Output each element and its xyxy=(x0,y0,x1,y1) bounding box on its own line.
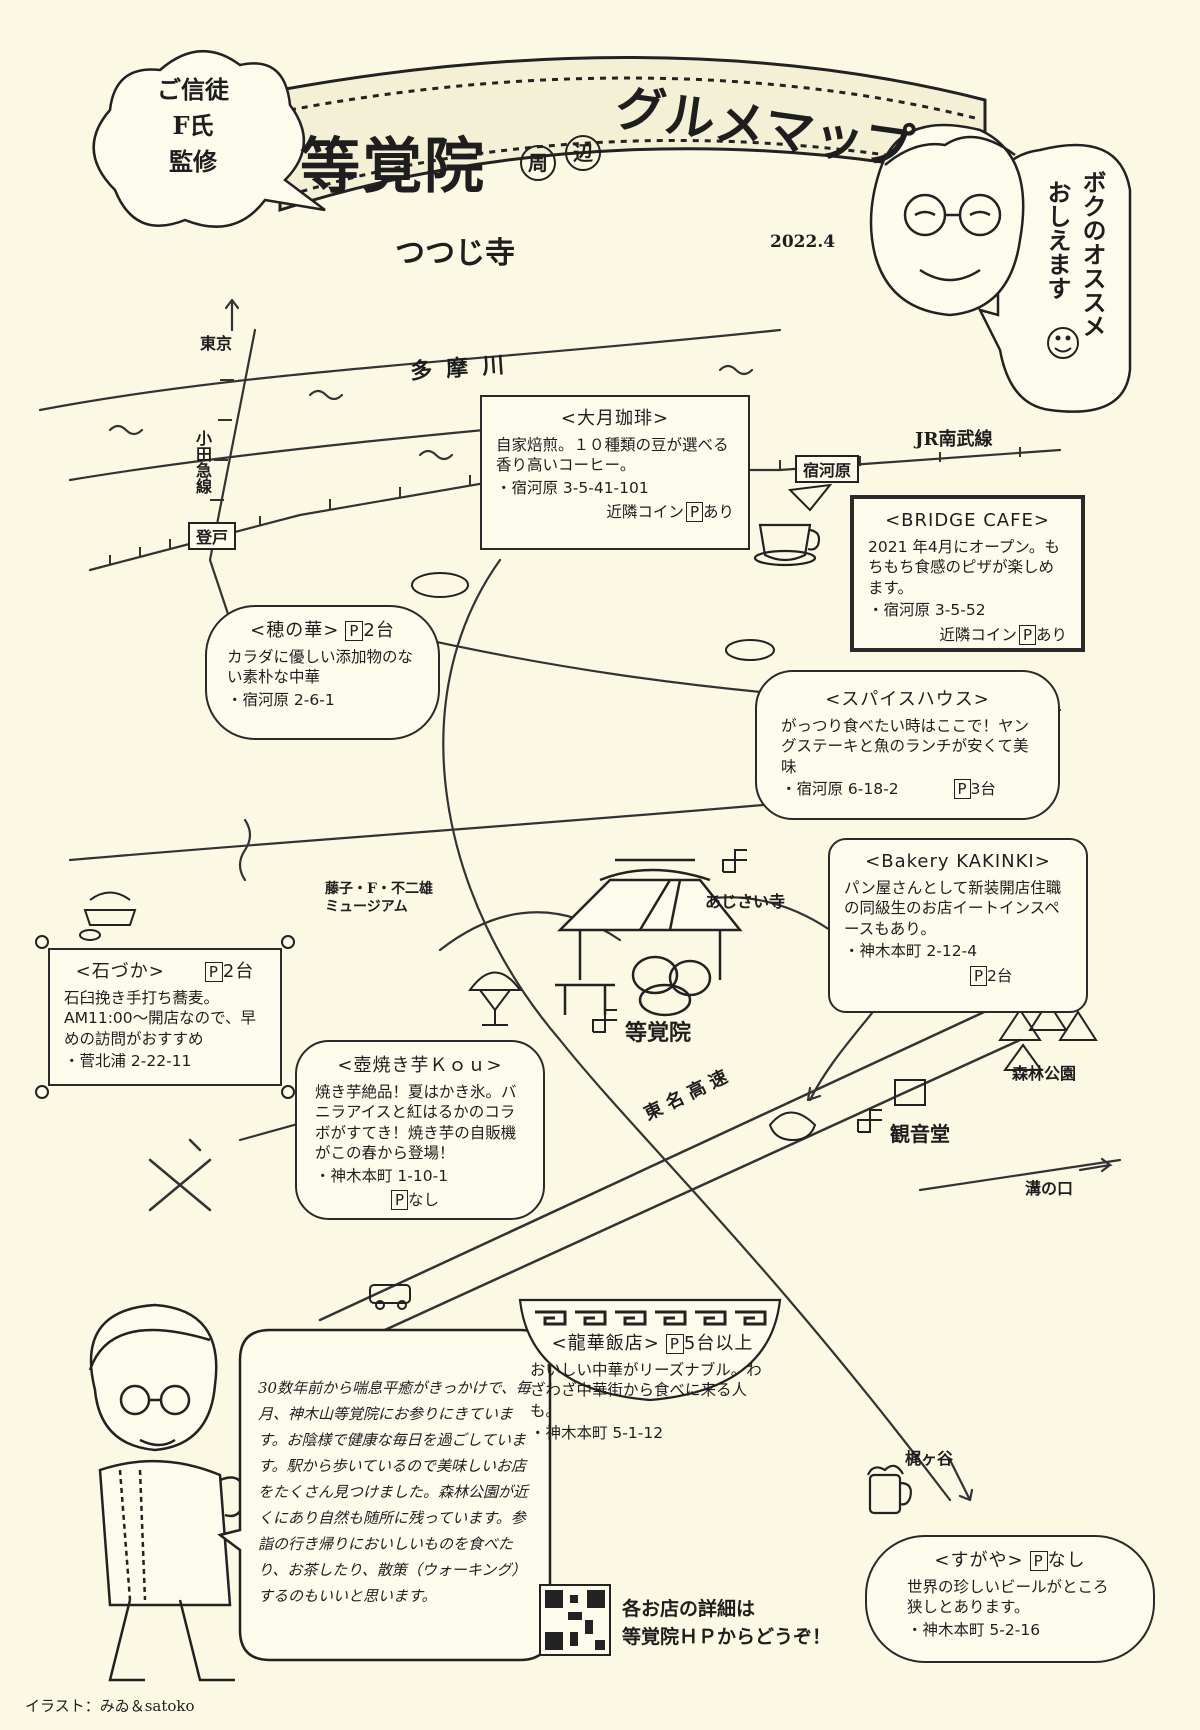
qr-code xyxy=(539,1584,611,1656)
recommend-text-1: ボクのオススメ xyxy=(1078,170,1107,338)
tomei-upper xyxy=(318,998,1012,1322)
title-main: 等覚院 xyxy=(300,132,486,202)
croissant-drawing xyxy=(768,1111,817,1142)
label-mizonokuchi: 溝の口 xyxy=(1025,1179,1074,1198)
shop-address: ・宿河原 3-5-41-101 xyxy=(496,478,649,497)
label-ajisai: あじさい寺 xyxy=(705,892,786,911)
supervisor-cloud xyxy=(92,50,326,228)
meander-pattern xyxy=(535,1310,767,1326)
man-figure xyxy=(88,1303,247,1682)
shop-desc: 自家焙煎。１０種類の豆が選べる香り高いコーヒー。 xyxy=(496,435,729,475)
man-face-top xyxy=(869,123,1025,317)
recommend-text-2: おしえます xyxy=(1043,180,1072,300)
shop-name: <大月珈琲> xyxy=(560,408,670,429)
tokakuin-temple-drawing xyxy=(555,858,743,1017)
shop-name: <Bakery KAKINKI> xyxy=(865,851,1051,872)
hp-info: 各お店の詳細は 等覚院ＨＰからどうぞ！ xyxy=(622,1598,832,1648)
label-tokakuin: 等覚院 xyxy=(625,1020,692,1046)
beer-mug-drawing xyxy=(866,1464,912,1515)
shop-otsuki-coffee: <大月珈琲> 自家焙煎。１０種類の豆が選べる香り高いコーヒー。 ・宿河原 3-5… xyxy=(480,395,750,550)
label-museum: 藤子・F・不二雄ミュージアム xyxy=(325,881,433,915)
map-date: 2022.4 xyxy=(770,232,836,252)
shop-name: <スパイスハウス> xyxy=(825,689,990,710)
shop-desc: カラダに優しい添加物のない素朴な中華 xyxy=(227,647,414,687)
shop-address: ・神木本町 5-2-16 xyxy=(907,1620,1041,1639)
tomei-lower xyxy=(328,1038,1022,1357)
label-forest-park: 森林公園 xyxy=(1012,1064,1077,1083)
shop-bridge-cafe: <BRIDGE CAFE> 2021 年4月にオープン。もちもち食感のピザが楽し… xyxy=(850,495,1085,652)
label-tokyo: 東京 xyxy=(200,334,233,353)
coffee-cup-drawing xyxy=(753,523,821,567)
temple-marks xyxy=(592,849,882,1133)
label-jr-line: JR南武線 xyxy=(915,429,993,450)
shop-address: ・神木本町 2-12-4 xyxy=(844,942,978,961)
shop-desc: 2021 年4月にオープン。もちもち食感のピザが楽しめます。 xyxy=(868,537,1060,597)
river-bank-upper xyxy=(38,328,782,412)
temple-nickname: つつじ寺 xyxy=(395,236,515,271)
shop-address: ・神木本町 1-10-1 xyxy=(315,1166,449,1185)
label-kannondo: 観音堂 xyxy=(890,1122,950,1146)
forest-drawing xyxy=(998,1000,1098,1071)
dimsum-drawing xyxy=(411,572,469,598)
story-text: 30数年前から喘息平癒がきっかけで、毎月、神木山等覚院にお参りにきています。お陰… xyxy=(258,1379,531,1605)
shop-address: ・神木本町 5-1-12 xyxy=(530,1424,664,1443)
shop-name: <BRIDGE CAFE> xyxy=(885,510,1050,531)
title-circle-1: 周 xyxy=(520,145,556,181)
shop-desc: 石臼挽き手打ち蕎麦。AM11:00～開店なので、早めの訪問がおすすめ xyxy=(64,988,257,1048)
label-shukugawara: 宿河原 xyxy=(795,455,860,483)
shop-address: ・菅北浦 2-22-11 xyxy=(64,1052,192,1071)
shop-desc: 世界の珍しいビールがところ狭しとあります。 xyxy=(907,1577,1109,1617)
shop-spice-house: <スパイスハウス> がっつり食べたい時はここで！ヤングステーキと魚のランチが安く… xyxy=(755,670,1060,820)
shop-bakery-kakinki: <Bakery KAKINKI> パン屋さんとして新装開店住職の同級生のお店イー… xyxy=(828,838,1088,1013)
lunch-plate-drawing xyxy=(725,639,775,661)
title-circle-2: 辺 xyxy=(565,135,601,171)
illustration-credit: イラスト：みゐ＆satoko xyxy=(25,1697,195,1715)
label-kajigaya: 梶ヶ谷 xyxy=(905,1449,954,1468)
car-drawing xyxy=(369,1284,411,1310)
shop-address: ・宿河原 2-6-1 xyxy=(227,690,335,709)
shop-name: <壺焼き芋Ｋｏｕ> xyxy=(337,1055,503,1076)
odakyu-line xyxy=(208,328,257,622)
shop-desc: がっつり食べたい時はここで！ヤングステーキと魚のランチが安くて美味 xyxy=(781,716,1030,776)
supervisor-text: ご信徒 F氏 監修 xyxy=(157,75,229,176)
soba-drawing xyxy=(79,891,137,941)
shop-desc: おいしい中華がリーズナブル。わざわざ中華街から食べに来る人も。 xyxy=(530,1360,762,1420)
shop-kou: <壺焼き芋Ｋｏｕ> 焼き芋絶品！夏はかき氷。バニラアイスと紅はるかのコラボがすて… xyxy=(295,1040,545,1220)
label-odakyu: 小田急線 xyxy=(193,430,212,494)
shop-address: ・宿河原 3-5-52 xyxy=(868,601,986,620)
shop-desc: 焼き芋絶品！夏はかき氷。バニラアイスと紅はるかのコラボがすてき！焼き芋の自販機が… xyxy=(315,1082,517,1163)
shop-desc: パン屋さんとして新装開店住職の同級生のお店イートインスペースもあり。 xyxy=(844,878,1062,938)
kakigori-drawing xyxy=(468,971,522,1026)
label-noborito: 登戸 xyxy=(188,522,237,550)
pizza-drawing xyxy=(787,483,833,512)
